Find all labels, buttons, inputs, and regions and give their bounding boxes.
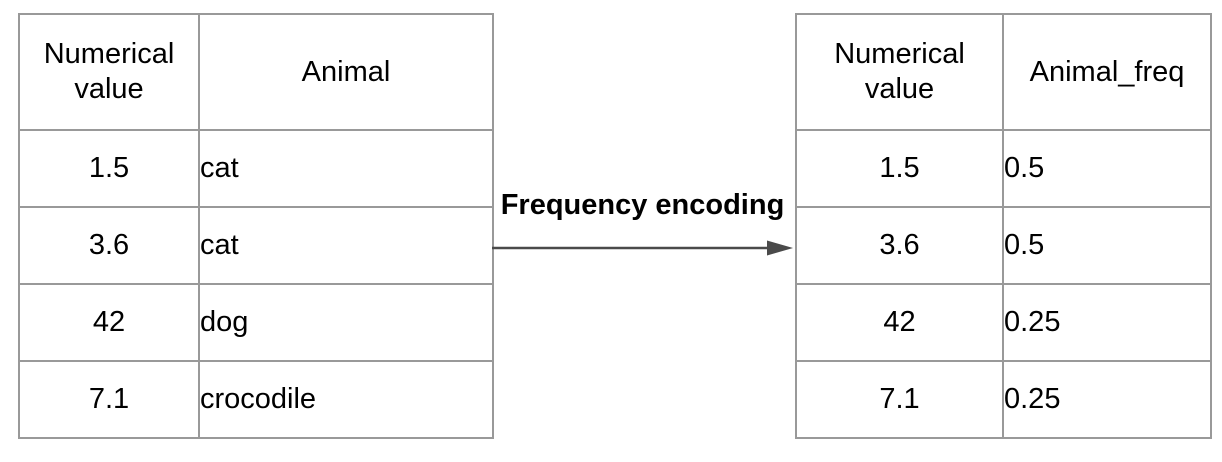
- numerical-value-cell: 42: [18, 283, 200, 362]
- numerical-value-cell: 3.6: [795, 206, 1004, 285]
- table-row: 42 0.25: [795, 283, 1212, 362]
- animal-freq-cell: 0.25: [1002, 360, 1212, 439]
- table-row: 1.5 cat: [18, 129, 494, 208]
- numerical-value-cell: 7.1: [18, 360, 200, 439]
- table-header-row: Numerical value Animal: [18, 13, 494, 131]
- numerical-value-cell: 42: [795, 283, 1004, 362]
- animal-cell: cat: [198, 206, 494, 285]
- right-arrow-icon: [492, 240, 793, 256]
- arrow-label: Frequency encoding: [500, 189, 785, 221]
- column-header-numerical-value: Numerical value: [795, 13, 1004, 131]
- input-table: Numerical value Animal 1.5 cat 3.6 cat 4…: [18, 13, 494, 439]
- numerical-value-cell: 1.5: [795, 129, 1004, 208]
- animal-freq-cell: 0.25: [1002, 283, 1212, 362]
- table-row: 3.6 cat: [18, 206, 494, 285]
- animal-cell: dog: [198, 283, 494, 362]
- encoded-table: Numerical value Animal_freq 1.5 0.5 3.6 …: [795, 13, 1212, 439]
- table-row: 3.6 0.5: [795, 206, 1212, 285]
- table-row: 42 dog: [18, 283, 494, 362]
- column-header-animal: Animal: [198, 13, 494, 131]
- transform-annotation: Frequency encoding: [492, 188, 793, 260]
- table-header-row: Numerical value Animal_freq: [795, 13, 1212, 131]
- numerical-value-cell: 1.5: [18, 129, 200, 208]
- column-header-animal-freq: Animal_freq: [1002, 13, 1212, 131]
- animal-freq-cell: 0.5: [1002, 206, 1212, 285]
- numerical-value-cell: 3.6: [18, 206, 200, 285]
- column-header-numerical-value: Numerical value: [18, 13, 200, 131]
- numerical-value-cell: 7.1: [795, 360, 1004, 439]
- table-row: 7.1 crocodile: [18, 360, 494, 439]
- table-row: 1.5 0.5: [795, 129, 1212, 208]
- animal-cell: crocodile: [198, 360, 494, 439]
- animal-freq-cell: 0.5: [1002, 129, 1212, 208]
- table-row: 7.1 0.25: [795, 360, 1212, 439]
- animal-cell: cat: [198, 129, 494, 208]
